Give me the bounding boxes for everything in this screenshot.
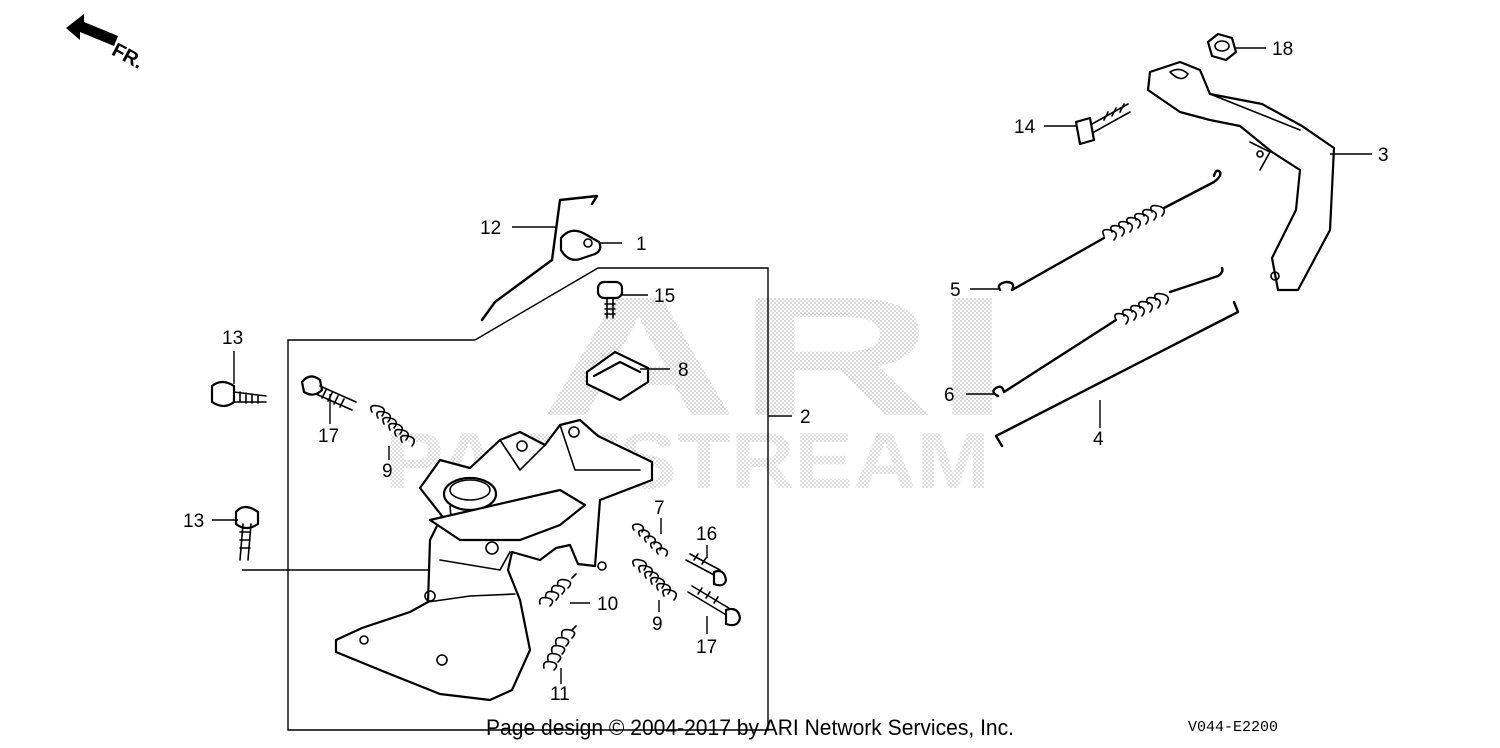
spring-part-9-left — [370, 404, 416, 447]
governor-bracket-part-2 — [242, 418, 654, 702]
rod-part-4 — [994, 300, 1240, 448]
bolt-part-16 — [685, 553, 728, 587]
lever-part-3 — [1146, 60, 1336, 292]
callout-1: 1 — [636, 234, 647, 255]
bolt-part-17-right — [687, 585, 742, 627]
callout-13-upper: 13 — [222, 328, 243, 349]
spring-rod-part-5 — [997, 169, 1222, 292]
callout-8: 8 — [678, 360, 689, 381]
rod-part-12 — [480, 194, 599, 322]
callout-6: 6 — [944, 385, 955, 406]
callout-14: 14 — [1014, 117, 1036, 138]
callout-13-lower: 13 — [183, 511, 204, 532]
callout-11: 11 — [550, 684, 570, 705]
copyright-notice: Page design © 2004-2017 by ARI Network S… — [486, 715, 1014, 740]
clip-part-1 — [559, 229, 602, 261]
spring-part-9-right — [632, 558, 678, 601]
callout-2: 2 — [800, 407, 811, 428]
callout-18: 18 — [1272, 39, 1293, 60]
pin-part-14 — [1074, 103, 1131, 146]
callout-17-right: 17 — [696, 637, 717, 658]
callout-17-left: 17 — [318, 426, 339, 447]
bolt-part-13-upper — [210, 380, 267, 408]
assembly-frame — [287, 267, 769, 731]
spring-part-7 — [631, 523, 669, 557]
block-part-8 — [585, 350, 650, 402]
diagram-code: V044-E2200 — [1188, 719, 1278, 736]
bolt-part-17-left — [300, 375, 357, 411]
callout-10: 10 — [597, 594, 618, 615]
callout-9-right: 9 — [652, 614, 663, 635]
callout-12: 12 — [480, 218, 501, 239]
callout-16: 16 — [696, 524, 717, 545]
bolt-part-13-lower — [234, 505, 260, 561]
spring-part-11 — [542, 625, 577, 671]
spring-part-10 — [538, 573, 577, 607]
callout-9-left: 9 — [382, 461, 393, 482]
bolt-part-15 — [596, 280, 624, 319]
leader-lines — [212, 47, 1372, 684]
callout-7: 7 — [654, 498, 665, 519]
nut-part-18 — [1206, 32, 1238, 62]
callout-5: 5 — [950, 280, 961, 301]
callout-3: 3 — [1378, 145, 1389, 166]
front-arrow-icon — [66, 14, 118, 46]
spring-rod-part-6 — [992, 266, 1224, 398]
callout-15: 15 — [654, 286, 675, 307]
callout-4: 4 — [1093, 429, 1104, 450]
